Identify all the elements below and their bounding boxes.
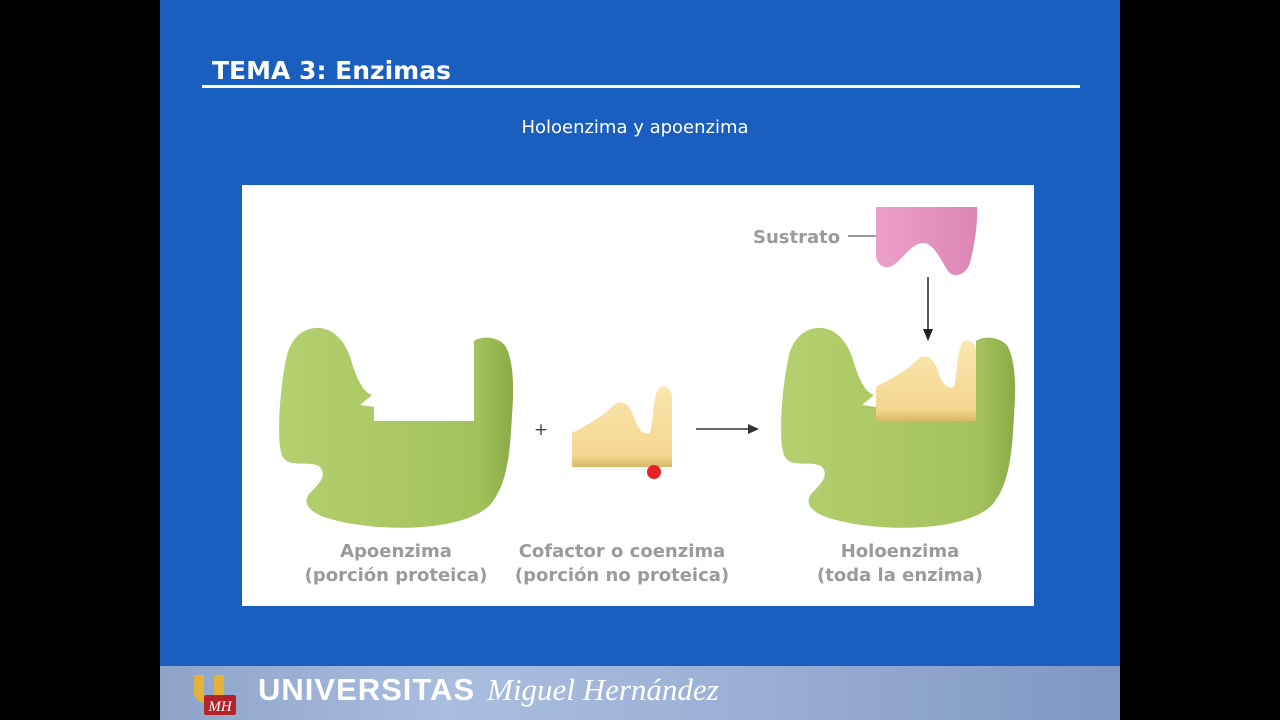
cofactor-shape [572, 386, 672, 467]
apoenzyme-caption: Apoenzima (porción proteica) [276, 540, 516, 588]
cofactor-caption: Cofactor o coenzima (porción no proteica… [500, 540, 744, 588]
slide-subtitle: Holoenzima y apoenzima [521, 117, 749, 138]
enzyme-diagram: + Sustrato Apoenzima (porción proteica) [242, 185, 1034, 606]
reaction-arrowhead [748, 424, 759, 434]
holoenzyme-name: Holoenzima [840, 541, 960, 562]
svg-text:MH: MH [207, 699, 232, 715]
holoenzyme-protein-shape [781, 327, 1016, 528]
apoenzyme-name: Apoenzima [340, 541, 452, 562]
umh-logo-icon: MH [190, 671, 238, 717]
holoenzyme-description: (toda la enzima) [817, 565, 983, 586]
institution-caps: UNIVERSITAS [258, 672, 476, 707]
footer-banner: MH UNIVERSITAS Miguel Hernández [160, 666, 1120, 720]
substrate-shape [876, 207, 978, 276]
title-divider [202, 85, 1080, 88]
enzyme-diagram-svg: + Sustrato [279, 207, 1016, 528]
holoenzyme-cofactor-shape [876, 340, 976, 421]
plus-sign: + [534, 420, 548, 440]
apoenzyme-description: (porción proteica) [304, 565, 488, 586]
apoenzyme-shape [279, 327, 514, 528]
holoenzyme-caption: Holoenzima (toda la enzima) [780, 540, 1020, 588]
binding-arrowhead [923, 329, 933, 341]
slide: TEMA 3: Enzimas Holoenzima y apoenzima [160, 0, 1120, 720]
slide-title: TEMA 3: Enzimas [212, 56, 451, 85]
cofactor-name: Cofactor o coenzima [518, 541, 726, 562]
institution-name: UNIVERSITAS Miguel Hernández [258, 672, 719, 708]
cofactor-description: (porción no proteica) [514, 565, 730, 586]
pointer-dot [647, 465, 661, 479]
substrate-label: Sustrato [753, 227, 840, 248]
institution-script-name: Miguel Hernández [487, 672, 719, 707]
